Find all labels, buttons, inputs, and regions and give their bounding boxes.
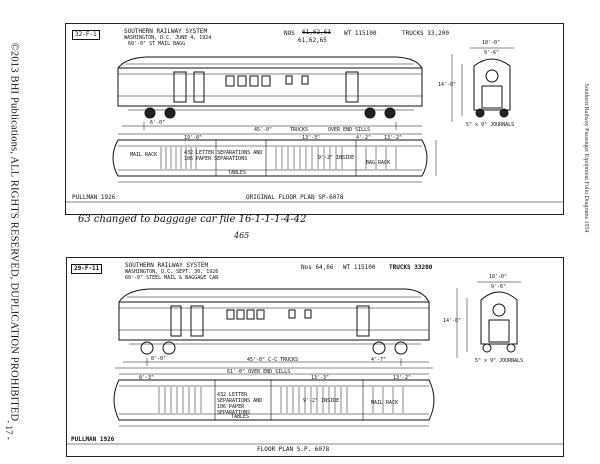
end-sill-dim: 61'-0" OVER END SILLS (227, 369, 291, 375)
door-dim: 4'-2" (356, 135, 372, 141)
height-dim: 14'-0" (438, 82, 457, 88)
place-date: WASHINGTON, D.C. JUNE 4, 1924 (124, 35, 212, 41)
truck-wheelbase: 6'-0" (150, 120, 166, 126)
nos-value: 61,62,65 (298, 37, 327, 44)
weight: WT 115100 (344, 30, 377, 37)
letter-separations: 432 LETTER SEPARATIONS AND 106 PAPER SEP… (184, 150, 263, 162)
nos-value: Nos 64,66 (301, 264, 334, 271)
end-sill-dim: OVER END SILLS (328, 127, 371, 133)
diagram-sheet-2: 29-F-11 SOUTHERN RAILWAY SYSTEM WASHINGT… (66, 257, 564, 457)
nos-crossed: 61,62,63 (302, 29, 331, 36)
weight: WT 115100 (343, 264, 376, 271)
inside-width: 9'-2" INSIDE (303, 398, 340, 404)
page-number: - 17 - (4, 420, 14, 440)
diagram-tag: 32-F-1 (72, 30, 100, 40)
tables-label: TABLES (228, 170, 247, 176)
floor-plan-caption: FLOOR PLAN S.P. 6078 (257, 446, 330, 453)
copyright-notice: ©2013 BHI Publications, ALL RIGHTS RESER… (8, 42, 20, 422)
truck-centers: 45'-0" C-C TRUCKS (247, 357, 299, 363)
car-drawing-2 (67, 281, 563, 445)
journal-size: 5" x 9" JOURNALS (475, 358, 524, 364)
end-width-inner: 9'-6" (491, 284, 507, 290)
end-width: 10'-0" (482, 40, 501, 46)
pullman-label: PULLMAN 1926 (72, 194, 116, 201)
height-dim: 14'-0" (443, 318, 462, 324)
diagram-sheet-1: 32-F-1 SOUTHERN RAILWAY SYSTEM WASHINGTO… (65, 23, 564, 215)
segment-2: 13'-3" (311, 375, 330, 381)
mail-rack-label: MAIL RACK (130, 152, 158, 158)
truck-centers: 45'-0" (254, 127, 273, 133)
journal-size: 5" x 9" JOURNALS (466, 122, 515, 128)
handwritten-subnote: 465 (234, 231, 250, 240)
segment-2: 13'-3" (302, 135, 321, 141)
place-date: WASHINGTON, D.C. SEPT. 30, 1926 (125, 269, 219, 275)
trucks-weight: TRUCKS 33,200 (402, 30, 449, 37)
car-drawing-1 (66, 47, 563, 203)
door-dim: 4'-7" (371, 357, 387, 363)
segment-1: 8'-3" (139, 375, 155, 381)
segment-3: 13'-2" (384, 135, 403, 141)
end-width: 10'-0" (489, 274, 508, 280)
tables-label: TABLES (231, 414, 250, 420)
bag-rack-label: BAG RACK (366, 160, 391, 166)
car-type: 60'-0" STEEL MAIL & BAGGAGE CAR (125, 275, 219, 281)
floor-plan-caption: ORIGINAL FLOOR PLAN SP-6078 (246, 194, 344, 201)
segment-3: 13'-2" (393, 375, 412, 381)
inside-width: 9'-2" INSIDE (318, 155, 355, 161)
mail-rack-label: MAIL RACK (371, 400, 399, 406)
car-type: 60'-0" ST MAIL BAGG (128, 41, 186, 47)
handwritten-note: 63 changed to baggage car file 16-1-1-1-… (78, 214, 307, 225)
diagram-tag: 29-F-11 (71, 264, 103, 274)
segment-1: 19'-0" (184, 135, 203, 141)
pullman-label: PULLMAN 1926 (71, 436, 115, 443)
railway-title: SOUTHERN RAILWAY SYSTEM (124, 28, 208, 35)
truck-wheelbase: 8'-0" (151, 356, 167, 362)
nos-label: NOS (284, 30, 295, 37)
right-margin-caption: Southern Railway Passenger Equipment Fol… (583, 83, 589, 233)
letter-separations: 432 LETTER SEPARATIONS AND 106 PAPER SEP… (217, 392, 263, 416)
end-width-inner: 9'-6" (484, 50, 500, 56)
railway-title: SOUTHERN RAILWAY SYSTEM (125, 262, 209, 269)
trucks-label: TRUCKS (290, 127, 309, 133)
trucks-weight: TRUCKS 33200 (389, 264, 433, 271)
